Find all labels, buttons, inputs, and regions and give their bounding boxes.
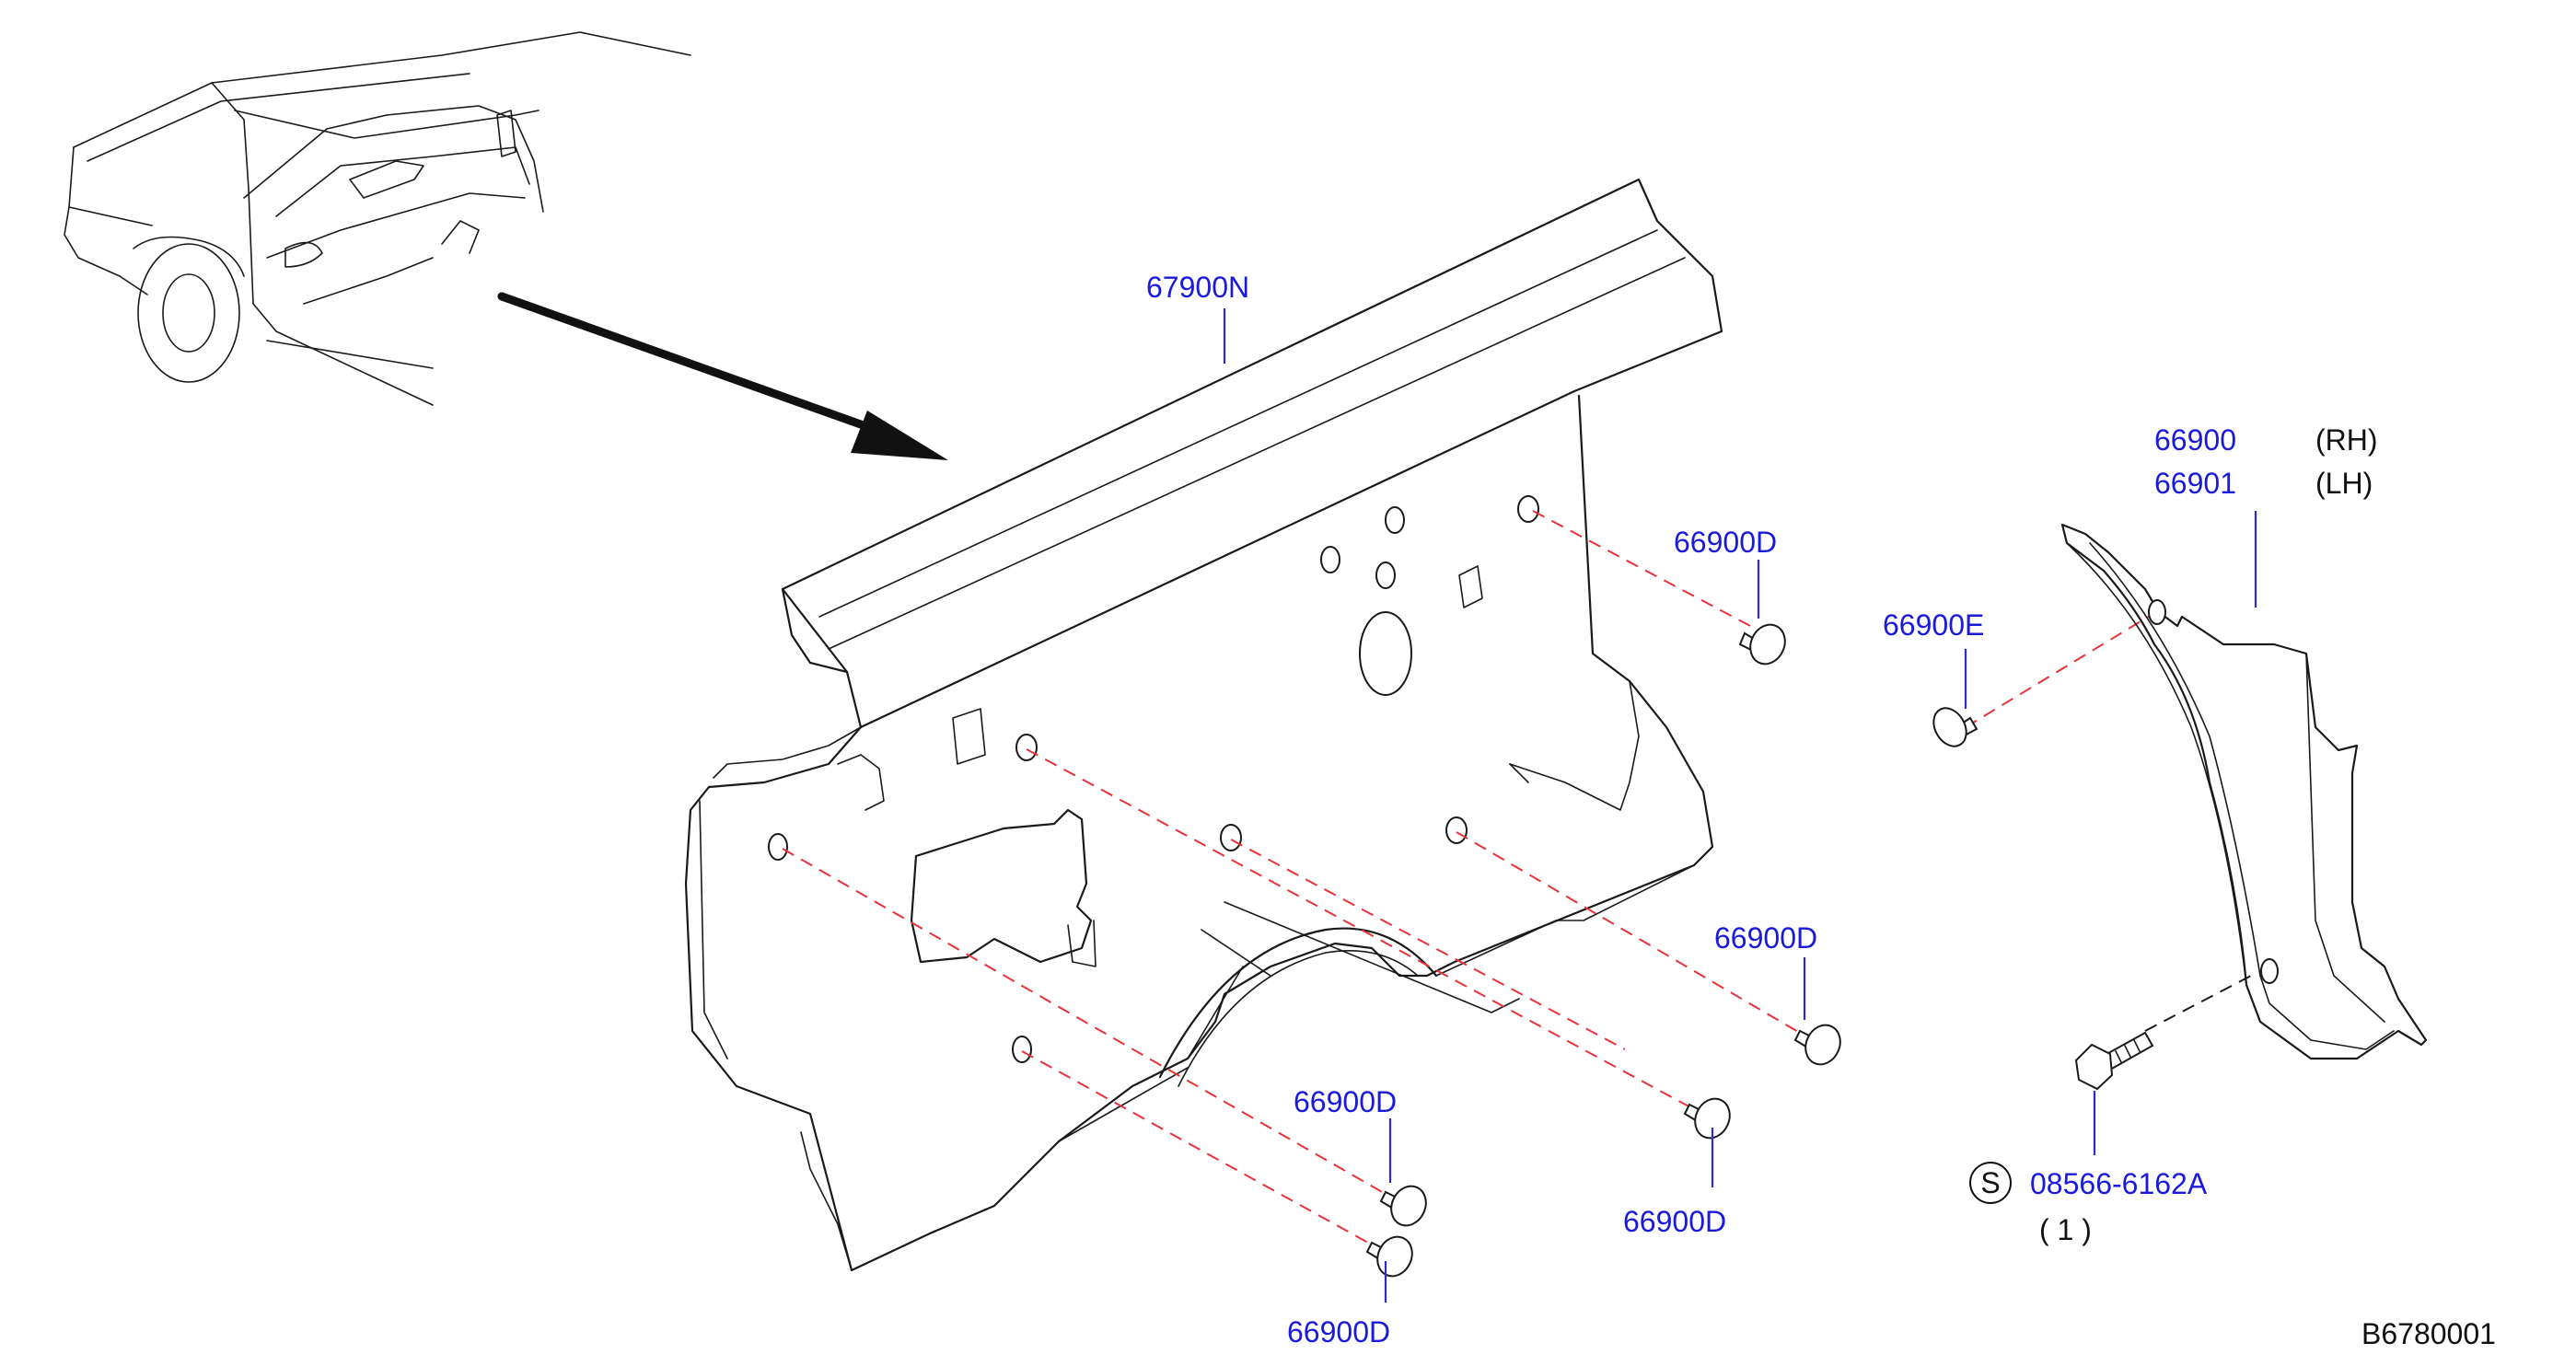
clip-d5	[1365, 1235, 1413, 1278]
clip-d3	[1683, 1097, 1731, 1140]
vehicle-overview-sketch	[64, 31, 691, 406]
side-label-lh: (LH)	[2315, 467, 2373, 500]
leader-lines	[1223, 308, 2257, 1302]
standard-part-symbol: S	[1980, 1166, 2000, 1199]
clip-d1	[1738, 623, 1786, 666]
part-number-08566-6162a: 08566-6162A	[2030, 1167, 2208, 1200]
clip-d2	[1793, 1024, 1841, 1066]
part-number-66900-rh: 66900	[2154, 423, 2236, 457]
part-number-67900n: 67900N	[1146, 271, 1249, 304]
part-number-66900e: 66900E	[1883, 608, 1984, 642]
part-number-66900d-3: 66900D	[1623, 1205, 1726, 1238]
reference-code: B6780001	[2361, 1317, 2496, 1350]
part-number-66901-lh: 66901	[2154, 467, 2236, 500]
part-number-66900d-5: 66900D	[1287, 1315, 1390, 1349]
panel-main-67900n	[684, 178, 1723, 1272]
part-number-66900d-2: 66900D	[1714, 921, 1817, 955]
screw-callout: S 08566-6162A ( 1 )	[1969, 1162, 2208, 1246]
clip-d4	[1379, 1185, 1427, 1227]
part-number-66900d-4: 66900D	[1294, 1085, 1397, 1118]
trim-side-66900	[2060, 523, 2428, 1060]
clip-e	[1932, 707, 1978, 747]
screw	[2074, 1031, 2154, 1091]
part-number-66900d-1: 66900D	[1674, 526, 1777, 559]
screw-quantity: ( 1 )	[2039, 1213, 2092, 1246]
hidden-lines	[782, 510, 2252, 1248]
direction-arrow	[497, 292, 948, 460]
side-label-rh: (RH)	[2315, 423, 2378, 457]
